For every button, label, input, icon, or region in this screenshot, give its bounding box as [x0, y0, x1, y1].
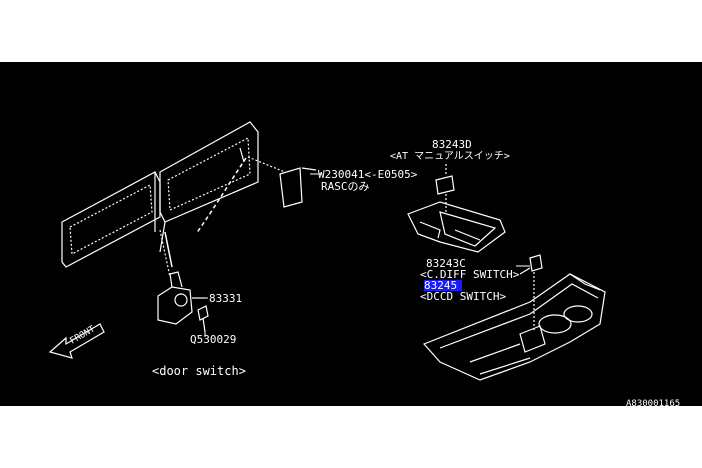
- label-c-part: 83243C: [426, 257, 466, 270]
- label-highlight-part[interactable]: 83245: [424, 279, 457, 292]
- label-at-note: <AT マニュアルスイッチ>: [390, 150, 510, 162]
- grommet-part-drawing: [279, 167, 317, 208]
- label-front: FRONT: [69, 324, 98, 346]
- parts-diagram: W230041<-E0505> RASCのみ 83243D <AT マニュアルス…: [48, 121, 680, 409]
- label-dccd: <DCCD SWITCH>: [420, 290, 506, 303]
- leader-lines: [204, 173, 530, 337]
- label-c-diff: <C.DIFF SWITCH>: [420, 268, 520, 281]
- label-figure-id: A830001165: [626, 399, 680, 406]
- at-switch-drawing: [435, 164, 455, 212]
- label-w-part-note: RASCのみ: [321, 180, 370, 193]
- label-caption: <door switch>: [152, 364, 246, 378]
- dccd-switch-drawing: [519, 254, 543, 332]
- front-direction-arrow: [48, 323, 105, 359]
- label-screw-part: Q530029: [190, 333, 236, 346]
- center-console-drawing: [422, 273, 606, 381]
- label-door-switch-part: 83331: [209, 292, 242, 305]
- highlight-box: [424, 280, 462, 291]
- upper-console-drawing: [407, 201, 506, 253]
- label-w-part: W230041<-E0505>: [318, 168, 418, 181]
- door-switch-drawing: [157, 271, 209, 333]
- door-panel-drawing: [61, 121, 286, 278]
- label-at-part: 83243D: [432, 138, 472, 151]
- parts-diagram-canvas: W230041<-E0505> RASCのみ 83243D <AT マニュアルス…: [0, 62, 702, 409]
